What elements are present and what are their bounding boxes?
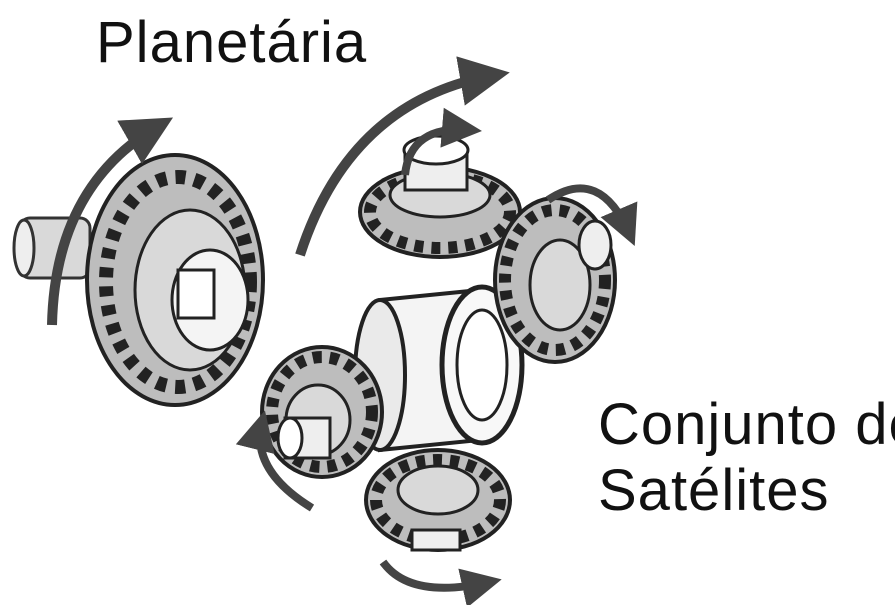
left-satellite-gear: [262, 347, 382, 477]
satellites-label-line2: Satélites: [598, 462, 895, 520]
planetary-label: Planetária: [96, 14, 367, 72]
bottom-satellite-gear: [366, 450, 510, 550]
planetary-gear-spline: [178, 270, 214, 318]
right-satellite-gear: [495, 198, 615, 362]
satellites-label: Conjunto de Satélites: [598, 396, 895, 520]
curved-arrow-icon: [383, 562, 490, 588]
top-satellite-gear: [360, 136, 520, 257]
satellites-label-line1: Conjunto de: [598, 392, 895, 457]
planetary-shaft-end: [14, 220, 34, 276]
